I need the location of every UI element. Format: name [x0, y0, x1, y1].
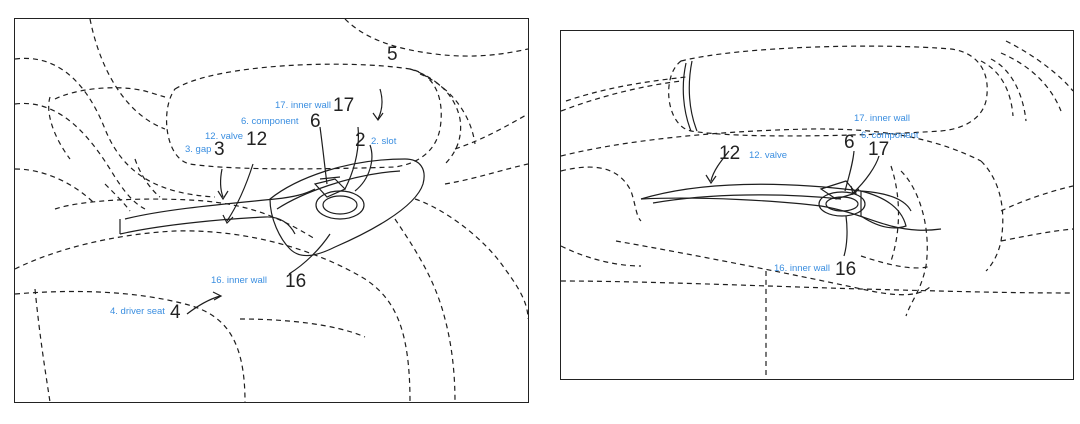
- label-component-6: 6. component: [241, 116, 299, 127]
- numeral-12: 12: [246, 129, 268, 150]
- numeral-16: 16: [285, 271, 307, 292]
- left-seat-drawing: [15, 19, 528, 402]
- numeral-12: 12: [719, 143, 741, 164]
- label-gap-3: 3. gap: [185, 144, 212, 155]
- left-figure-panel: 5 17. inner wall 17 6. component 6 2 2. …: [14, 18, 529, 403]
- numeral-2: 2: [355, 130, 366, 151]
- label-slot-2: 2. slot: [371, 136, 397, 147]
- right-console-drawing: [561, 40, 1073, 379]
- label-inner-wall-16: 16. inner wall: [774, 263, 830, 274]
- numeral-6: 6: [310, 111, 321, 132]
- label-inner-wall-16: 16. inner wall: [211, 275, 267, 286]
- label-valve-12: 12. valve: [749, 150, 788, 161]
- numeral-17: 17: [333, 95, 355, 116]
- numeral-6: 6: [844, 132, 855, 153]
- numeral-17: 17: [868, 139, 890, 160]
- right-figure-panel: 12 12. valve 17. inner wall 6. component…: [560, 30, 1074, 380]
- label-inner-wall-17: 17. inner wall: [854, 113, 910, 124]
- label-valve-12: 12. valve: [205, 131, 244, 142]
- label-driver-seat-4: 4. driver seat: [110, 306, 165, 317]
- numeral-4: 4: [170, 302, 181, 323]
- label-component-6: 6. component: [861, 130, 919, 141]
- numeral-5: 5: [387, 44, 398, 65]
- label-inner-wall-17: 17. inner wall: [275, 100, 331, 111]
- numeral-16: 16: [835, 259, 857, 280]
- numeral-3: 3: [214, 139, 225, 160]
